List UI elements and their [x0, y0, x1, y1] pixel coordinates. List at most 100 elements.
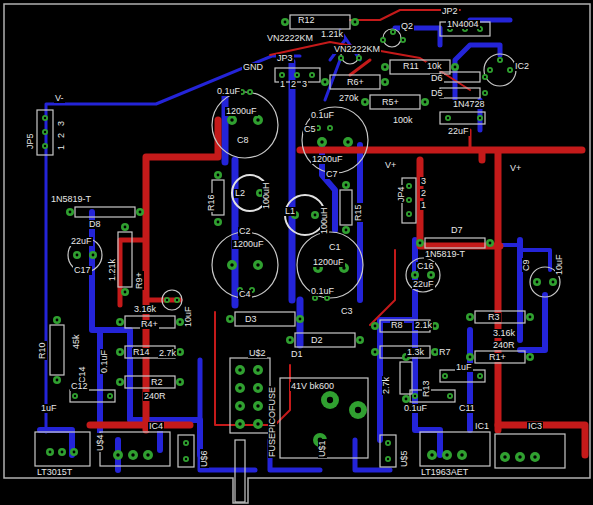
pad [311, 211, 319, 219]
part-label: 2.1k [414, 321, 433, 330]
part-label: 3 [57, 120, 66, 127]
pad [279, 72, 285, 78]
silkscreen [35, 15, 565, 502]
part-label: R14 [132, 348, 151, 357]
drill-hole [454, 66, 457, 69]
part-label: 1200uF [312, 258, 345, 267]
part-label: JP3 [276, 54, 294, 63]
part-label: R3 [487, 313, 501, 322]
pad [385, 440, 391, 446]
drill-hole [340, 57, 342, 59]
drill-hole [387, 442, 389, 444]
part-label: V+ [384, 161, 397, 170]
part-label: 0.1uF [216, 87, 241, 96]
pad [497, 57, 503, 63]
drill-hole [296, 74, 298, 76]
part-label: FUSEPICOFUSE [268, 386, 277, 458]
part-label: R11 [402, 62, 420, 71]
pad [89, 251, 97, 259]
pad [487, 67, 493, 73]
pad [349, 401, 367, 419]
pad [526, 313, 534, 321]
pad [214, 218, 222, 226]
pad [421, 98, 429, 106]
part-label: 0.1uF [310, 287, 335, 296]
drill-hole [374, 325, 377, 328]
drill-hole [326, 297, 328, 299]
pad [53, 316, 61, 324]
drill-hole [460, 453, 464, 457]
pad [406, 211, 412, 217]
part-label: R5+ [381, 98, 400, 107]
pad [327, 125, 333, 131]
part-label: C4 [238, 290, 252, 299]
pad [380, 37, 386, 43]
part-label: D8 [88, 220, 102, 229]
pad [406, 197, 412, 203]
drill-hole [146, 453, 150, 457]
pad [281, 18, 289, 26]
drill-hole [355, 407, 361, 413]
drill-hole [109, 395, 111, 397]
drill-hole [518, 455, 522, 459]
pad [214, 171, 222, 179]
part-label: 270k [338, 94, 360, 103]
drill-hole [484, 76, 486, 78]
part-label: C16 [416, 262, 435, 271]
drill-hole [299, 318, 302, 321]
drill-hole [256, 422, 260, 426]
pad [411, 271, 419, 279]
pad [500, 452, 510, 462]
part-label: C11 [458, 404, 476, 413]
drill-hole [179, 351, 182, 354]
pad [183, 440, 189, 446]
part-label: C5 [303, 125, 317, 134]
pad [385, 456, 391, 462]
drill-hole [414, 274, 417, 277]
drill-hole [44, 117, 46, 119]
part-label: D5 [430, 89, 444, 98]
part-label: 1N5819-T [50, 195, 92, 204]
part-label: 240R [143, 392, 167, 401]
pad [176, 378, 184, 386]
pad [235, 365, 245, 375]
drill-hole [256, 118, 260, 122]
drill-hole [185, 458, 187, 460]
drill-hole [345, 229, 348, 232]
top-traces [90, 10, 585, 455]
part-label: 1.3k [406, 348, 425, 357]
drill-hole [359, 339, 362, 342]
drill-hole [230, 263, 234, 267]
drill-hole [119, 321, 122, 324]
drill-hole [430, 453, 434, 457]
pad [390, 29, 396, 35]
part-label: R2 [150, 378, 164, 387]
pad [116, 348, 124, 356]
part-label: 100uH [262, 181, 271, 210]
pad [128, 450, 138, 460]
pad [253, 365, 263, 375]
pad [286, 336, 294, 344]
pad [416, 239, 424, 247]
drill-hole [503, 455, 507, 459]
part-label: 2 [420, 189, 427, 198]
drill-hole [479, 117, 481, 119]
pad [253, 383, 263, 393]
part-label: 2.7k [382, 376, 391, 395]
pad [507, 67, 513, 73]
pad [113, 450, 123, 460]
part-label: D3 [244, 315, 258, 324]
drill-hole [56, 319, 59, 322]
pad [482, 90, 488, 96]
pad [530, 452, 540, 462]
drill-hole [484, 92, 486, 94]
part-label: R13 [422, 379, 431, 398]
part-label: C7 [325, 170, 339, 179]
part-label: 240R [492, 341, 516, 350]
pad [477, 115, 483, 121]
part-label: 3 [301, 80, 308, 89]
pad [58, 448, 66, 456]
drill-hole [382, 39, 384, 41]
part-label: 1200uF [232, 240, 265, 249]
pad [402, 395, 410, 403]
